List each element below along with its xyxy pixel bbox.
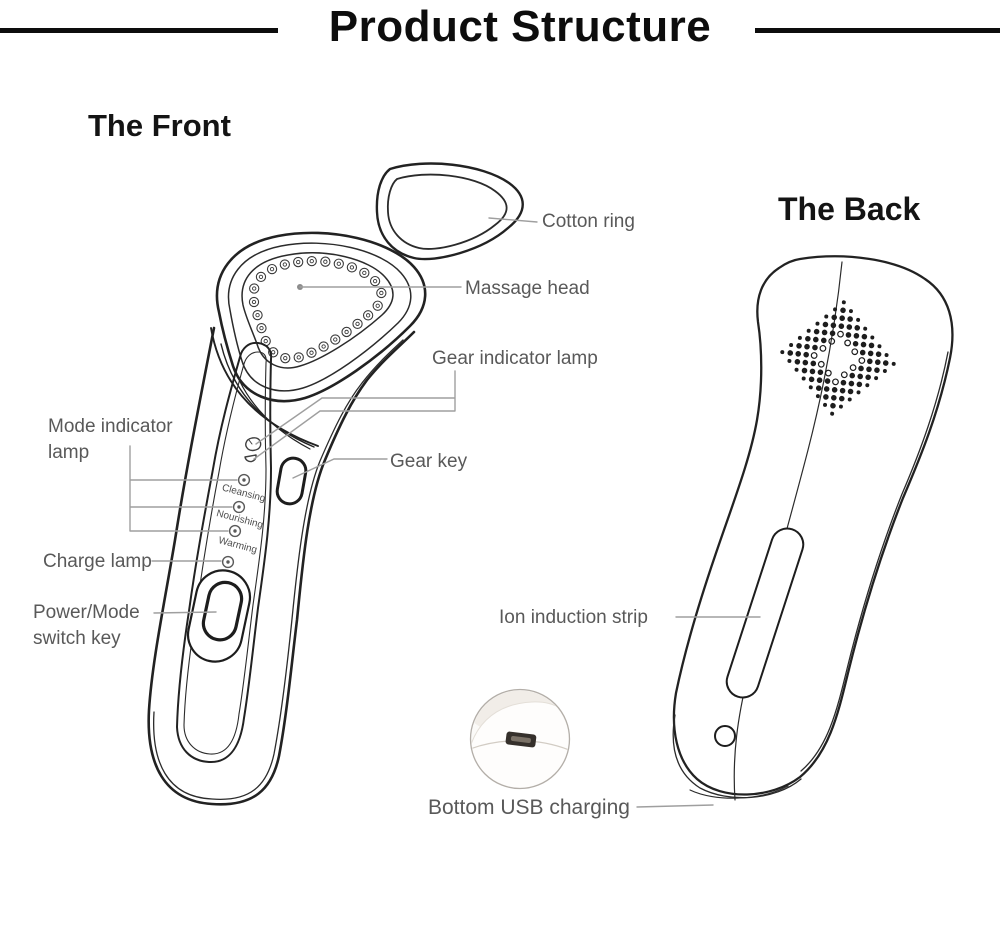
massage-head-dot-ring [248, 255, 387, 364]
cotton-ring-outer [375, 162, 524, 261]
front-panel-inner [183, 351, 267, 755]
power-button [201, 580, 244, 642]
title-rule-left [0, 28, 278, 33]
gear-key-leader [292, 458, 388, 479]
gear-indicator-leader [253, 370, 456, 460]
cotton-ring-leader [488, 217, 538, 223]
gear-key-button [275, 456, 308, 506]
front-panel-outer [176, 341, 273, 764]
front-heading: The Front [88, 108, 231, 143]
front-body-inner-rim [153, 339, 404, 800]
mode-indicator-lamps [221, 473, 251, 569]
bottom-usb-label: Bottom USB charging [428, 796, 630, 819]
power-mode-leader [153, 611, 217, 614]
back-body-outline [672, 255, 954, 796]
gear-lamp-icon-1 [245, 437, 262, 452]
front-device: Cleansing Nourishing Warming [147, 231, 427, 806]
mode-indicator-leader [129, 445, 238, 532]
charge-lamp-label: Charge lamp [43, 551, 152, 572]
front-body-outline [147, 326, 416, 806]
massage-head-rim-outer [215, 231, 427, 403]
ion-induction-strip [725, 527, 805, 699]
ion-induction-strip-label: Ion induction strip [499, 607, 648, 628]
massage-head-label: Massage head [465, 278, 590, 299]
power-mode-label: Power/Mode switch key [33, 600, 140, 652]
mode-indicator-lamp-label-line2: lamp [48, 442, 90, 463]
device-mode-label-warming: Warming [217, 535, 258, 556]
back-right-rim [800, 351, 949, 772]
front-collar-curve-2 [220, 343, 315, 448]
power-mode-label-line2: switch key [33, 628, 121, 649]
front-collar-curve-1 [210, 327, 319, 447]
ion-dot-matrix [780, 300, 896, 416]
title-rule-right [755, 28, 1000, 33]
bottom-usb-leader [636, 804, 714, 808]
massage-head-surface [241, 252, 394, 369]
back-device [672, 255, 954, 801]
cotton-ring-label: Cotton ring [542, 211, 635, 232]
cotton-ring-inner [386, 173, 508, 250]
back-bottom-rim-1 [672, 714, 802, 799]
power-mode-label-line1: Power/Mode [33, 602, 140, 623]
gear-indicator-lamp-label: Gear indicator lamp [432, 348, 598, 369]
back-heading: The Back [778, 191, 921, 227]
gear-lamp-icon-2 [244, 454, 257, 463]
cotton-ring [375, 162, 524, 261]
back-bottom-hole [714, 725, 736, 747]
leader-lines [129, 217, 761, 808]
page-title: Product Structure [328, 2, 712, 51]
mode-indicator-lamp-label: Mode indicator lamp [48, 414, 173, 466]
usb-photo-inset [469, 688, 571, 790]
usb-inset-photo [471, 690, 569, 788]
mode-indicator-lamp-label-line1: Mode indicator [48, 416, 173, 437]
back-bottom-rim-2 [689, 785, 789, 799]
gear-key-label: Gear key [390, 451, 468, 472]
massage-head-rim-mid [227, 242, 412, 392]
